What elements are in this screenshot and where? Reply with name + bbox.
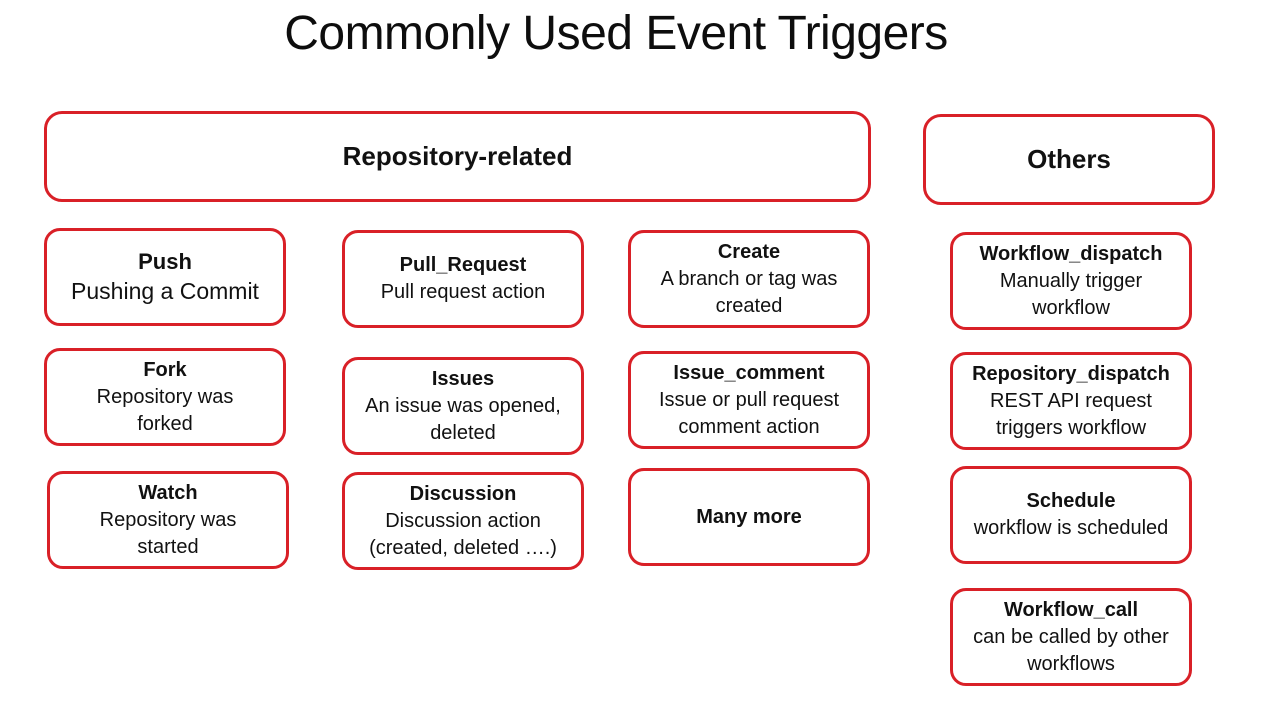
issues-trigger-box: Issues An issue was opened, deleted [342,357,584,455]
repository-dispatch-trigger-box: Repository_dispatch REST API request tri… [950,352,1192,450]
create-trigger-name: Create [717,240,781,263]
issue-comment-trigger-desc-line2: comment action [678,415,820,438]
repository-dispatch-trigger-name: Repository_dispatch [972,362,1170,385]
fork-trigger-name: Fork [143,358,187,381]
watch-trigger-name: Watch [138,481,198,504]
pull-request-trigger-name: Pull_Request [399,254,527,276]
watch-trigger-desc-line2: started [137,535,199,558]
push-trigger-name: Push [138,248,192,274]
discussion-trigger-box: Discussion Discussion action (created, d… [342,472,584,570]
repository-related-label: Repository-related [342,140,573,171]
fork-trigger-desc-line2: forked [137,412,193,435]
others-header: Others [923,114,1215,205]
fork-trigger-box: Fork Repository was forked [44,348,286,446]
schedule-trigger-name: Schedule [1026,490,1116,512]
issues-trigger-desc-line2: deleted [430,421,496,444]
repository-related-header: Repository-related [44,111,871,202]
fork-trigger-desc-line1: Repository was [96,385,234,408]
workflow-call-trigger-box: Workflow_call can be called by other wor… [950,588,1192,686]
issue-comment-trigger-desc-line1: Issue or pull request [658,388,840,411]
pull-request-trigger-box: Pull_Request Pull request action [342,230,584,328]
others-label: Others [1027,143,1111,174]
issue-comment-trigger-box: Issue_comment Issue or pull request comm… [628,351,870,449]
workflow-dispatch-trigger-name: Workflow_dispatch [979,242,1163,265]
schedule-trigger-desc: workflow is scheduled [973,517,1169,539]
discussion-trigger-desc-line2: (created, deleted ….) [369,536,557,559]
repository-dispatch-trigger-desc-line2: triggers workflow [995,416,1147,439]
push-trigger-box: Push Pushing a Commit [44,228,286,326]
repository-dispatch-trigger-desc-line1: REST API request [990,389,1152,412]
page-title: Commonly Used Event Triggers [284,7,948,60]
many-more-label: Many more [696,505,802,528]
workflow-dispatch-trigger-desc-line1: Manually trigger [999,269,1143,292]
discussion-trigger-name: Discussion [409,482,517,505]
workflow-call-trigger-desc-line1: can be called by other [973,625,1169,648]
workflow-dispatch-trigger-box: Workflow_dispatch Manually trigger workf… [950,232,1192,330]
push-trigger-desc: Pushing a Commit [71,278,259,305]
workflow-call-trigger-name: Workflow_call [1003,598,1139,621]
issues-trigger-desc-line1: An issue was opened, [365,394,561,417]
watch-trigger-box: Watch Repository was started [47,471,289,569]
workflow-call-trigger-desc-line2: workflows [1027,652,1115,675]
issues-trigger-name: Issues [431,367,495,390]
discussion-trigger-desc-line1: Discussion action [385,509,541,532]
watch-trigger-desc-line1: Repository was [99,508,237,531]
create-trigger-box: Create A branch or tag was created [628,230,870,328]
create-trigger-desc-line1: A branch or tag was [660,267,838,290]
create-trigger-desc-line2: created [715,294,783,317]
pull-request-trigger-desc: Pull request action [380,281,546,303]
schedule-trigger-box: Schedule workflow is scheduled [950,466,1192,564]
many-more-box: Many more [628,468,870,566]
workflow-dispatch-trigger-desc-line2: workflow [1032,296,1110,319]
issue-comment-trigger-name: Issue_comment [673,361,825,384]
